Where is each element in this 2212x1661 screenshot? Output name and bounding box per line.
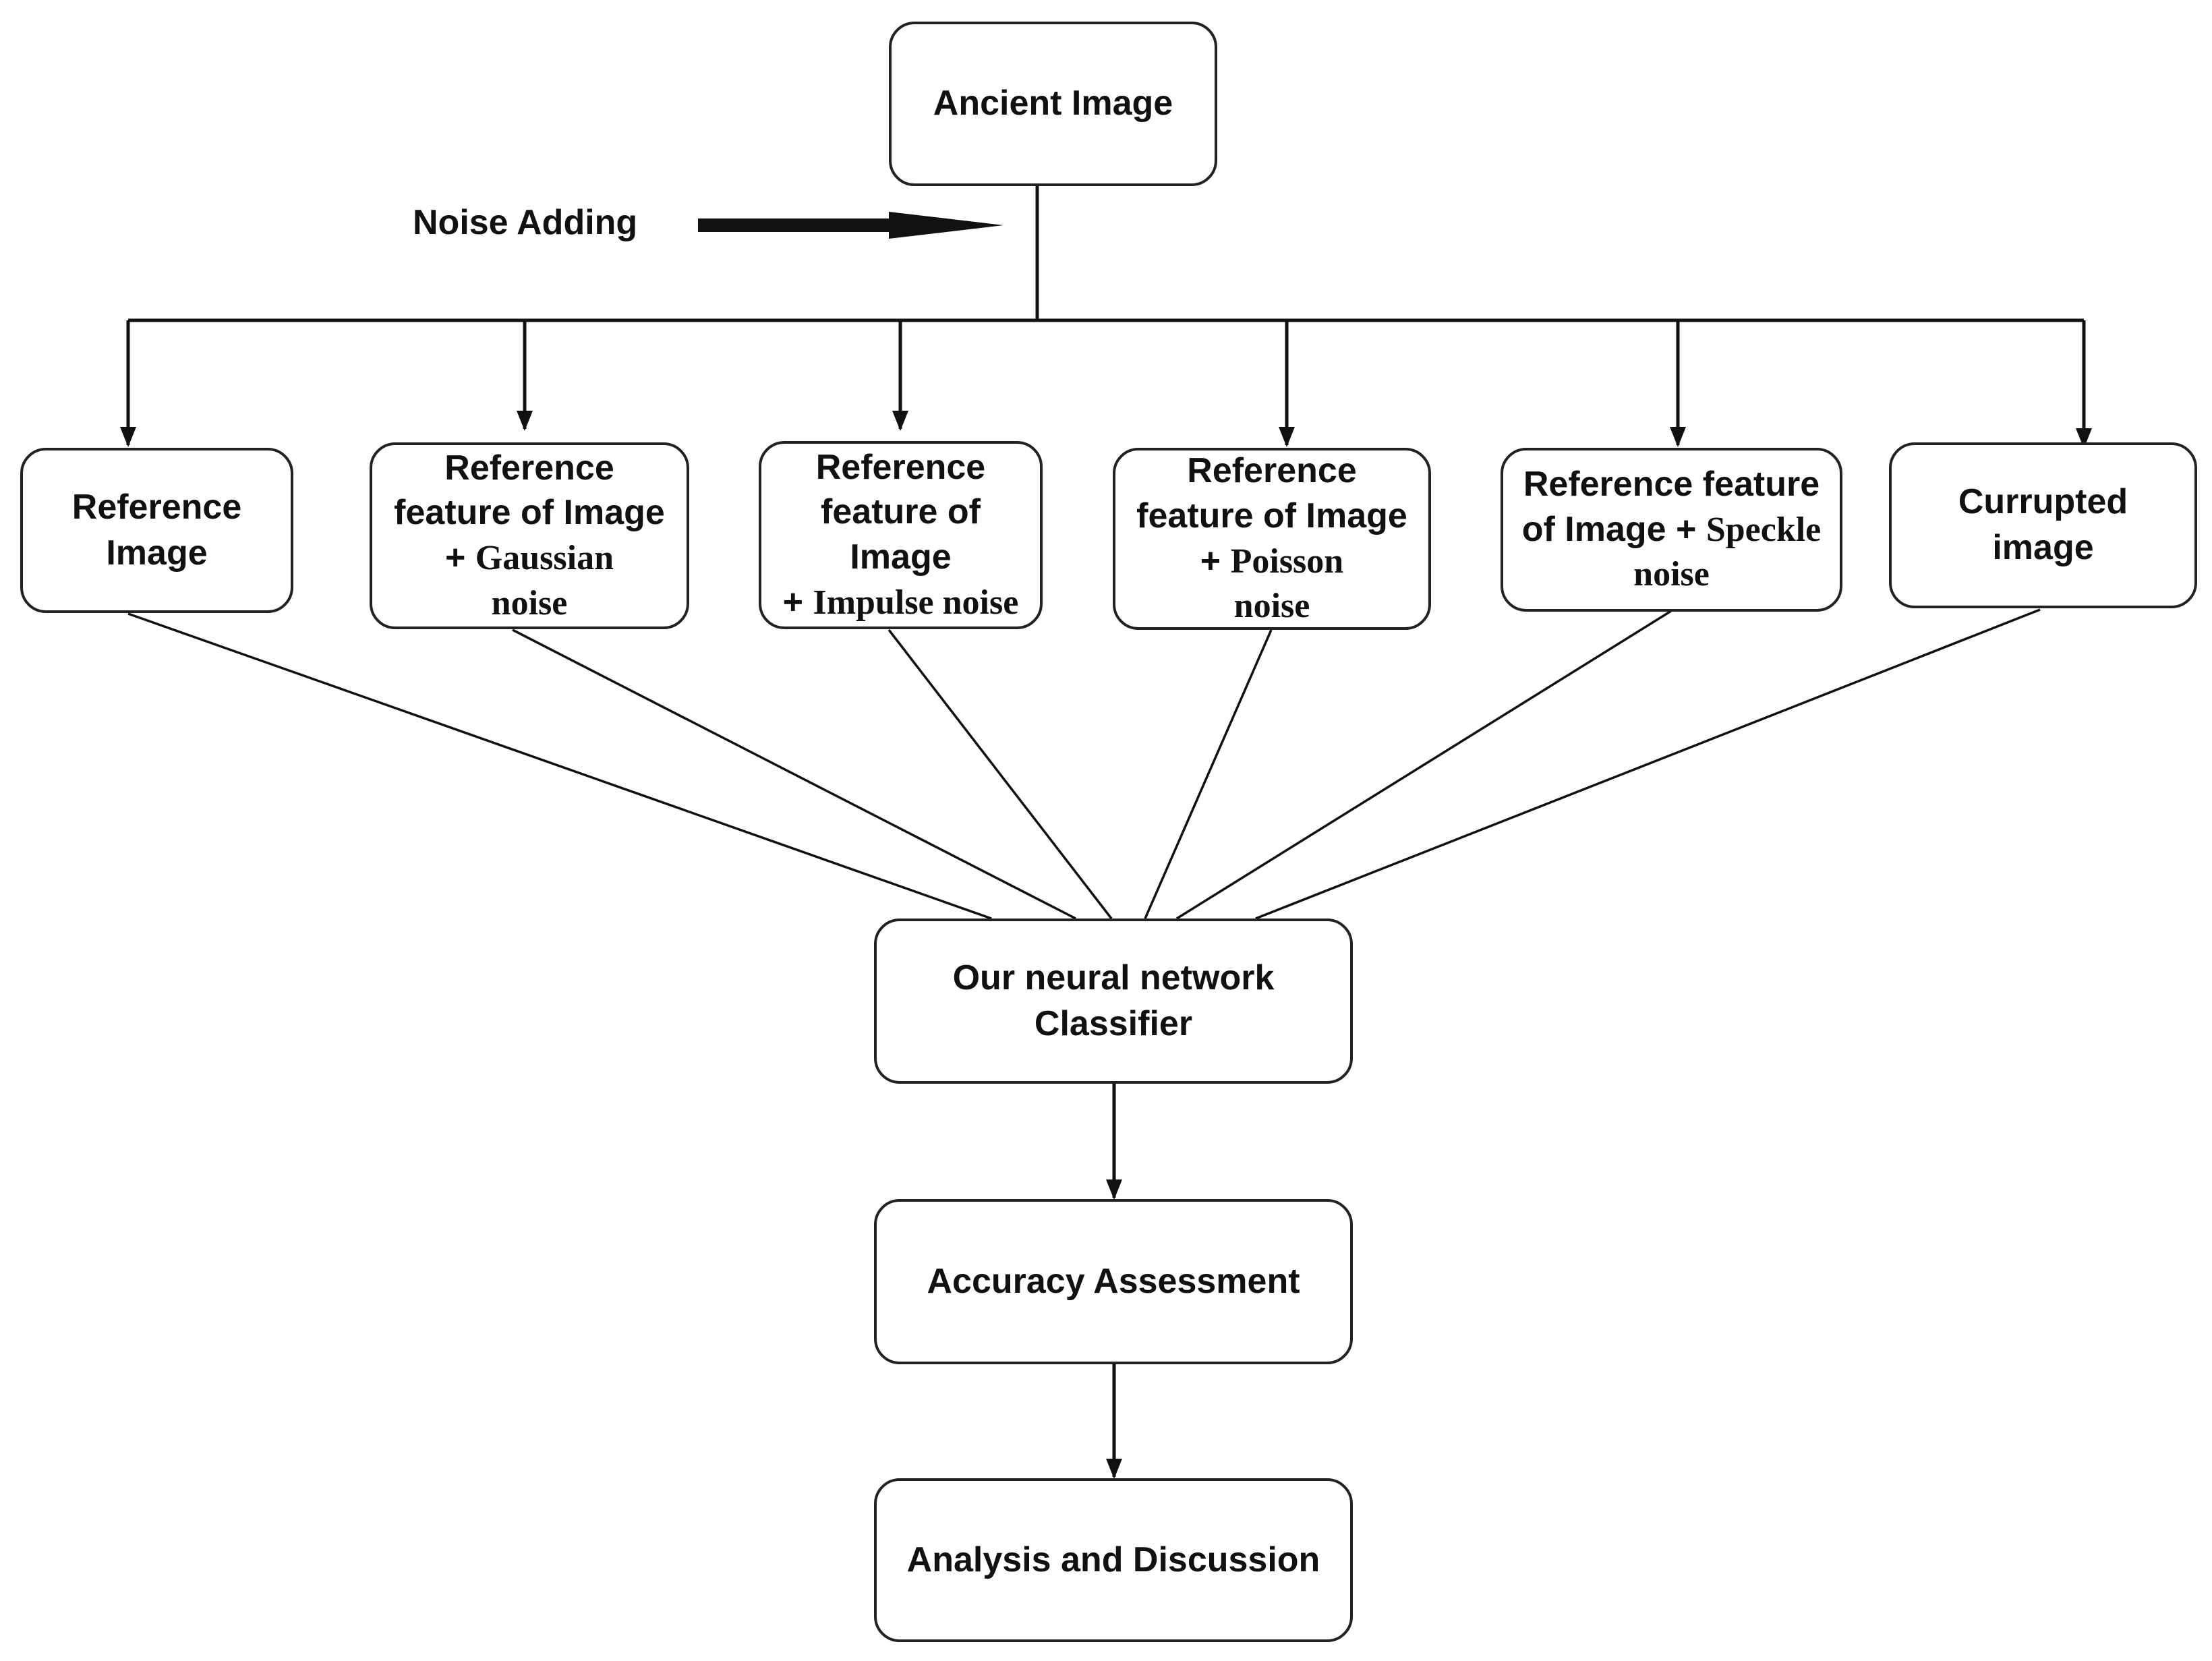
impulse-line3: Image (850, 537, 952, 577)
link-poisson-to-classifier (1144, 629, 1273, 919)
reference-image-box: Reference Image (20, 448, 293, 613)
impulse-noise-box: Reference feature of Image + Impulse noi… (759, 441, 1043, 629)
speckle-word: Speckle (1706, 510, 1822, 549)
gaussian-line2: feature of Image (394, 493, 665, 533)
poisson-line2: feature of Image (1136, 496, 1407, 535)
ancient-image-box: Ancient Image (889, 22, 1217, 186)
link-gaussian-to-classifier (512, 629, 1076, 920)
classifier-line2: Classifier (1034, 1003, 1193, 1043)
poisson-word: Poisson (1230, 542, 1344, 581)
reference-image-line2: Image (106, 533, 208, 573)
speckle-prefix: of Image + (1521, 509, 1706, 549)
ancient-image-label: Ancient Image (933, 84, 1173, 123)
link-speckle-to-classifier (1176, 610, 1672, 920)
corrupted-line2: image (1992, 528, 2094, 567)
poisson-noise-box: Reference feature of Image + Poisson noi… (1113, 448, 1431, 630)
impulse-line2: feature of (821, 492, 981, 532)
classifier-line1: Our neural network (952, 958, 1275, 997)
speckle-noise-word: noise (1633, 555, 1710, 594)
poisson-line1: Reference (1187, 451, 1357, 491)
poisson-plus: + (1200, 541, 1231, 581)
impulse-noise-words: Impulse noise (813, 583, 1019, 622)
gaussian-noise-box: Reference feature of Image + Gaussian no… (370, 442, 689, 629)
impulse-plus: + (782, 582, 813, 622)
accuracy-assessment-label: Accuracy Assessment (927, 1261, 1300, 1301)
analysis-discussion-label: Analysis and Discussion (906, 1540, 1320, 1579)
classifier-box: Our neural network Classifier (874, 919, 1353, 1084)
speckle-noise-box: Reference feature of Image + Speckle noi… (1501, 448, 1842, 612)
reference-image-line1: Reference (71, 487, 242, 527)
gaussian-line1: Reference (444, 448, 614, 488)
noise-adding-arrowhead (889, 212, 1003, 239)
gaussian-word: Gaussian (475, 539, 614, 577)
link-impulse-to-classifier (887, 629, 1113, 920)
link-corrupted-to-classifier (1255, 608, 2041, 920)
corrupted-image-box: Currupted image (1889, 442, 2197, 608)
gaussian-noise-word: noise (491, 583, 568, 622)
corrupted-line1: Currupted (1958, 482, 2128, 522)
gaussian-plus: + (444, 538, 475, 577)
analysis-discussion-box: Analysis and Discussion (874, 1478, 1353, 1642)
noise-adding-label: Noise Adding (413, 203, 638, 242)
link-reference-image-to-classifier (127, 612, 992, 920)
poisson-noise-word: noise (1233, 587, 1310, 626)
accuracy-assessment-box: Accuracy Assessment (874, 1199, 1353, 1364)
impulse-line1: Reference (815, 447, 986, 487)
speckle-line1: Reference feature (1523, 465, 1820, 504)
